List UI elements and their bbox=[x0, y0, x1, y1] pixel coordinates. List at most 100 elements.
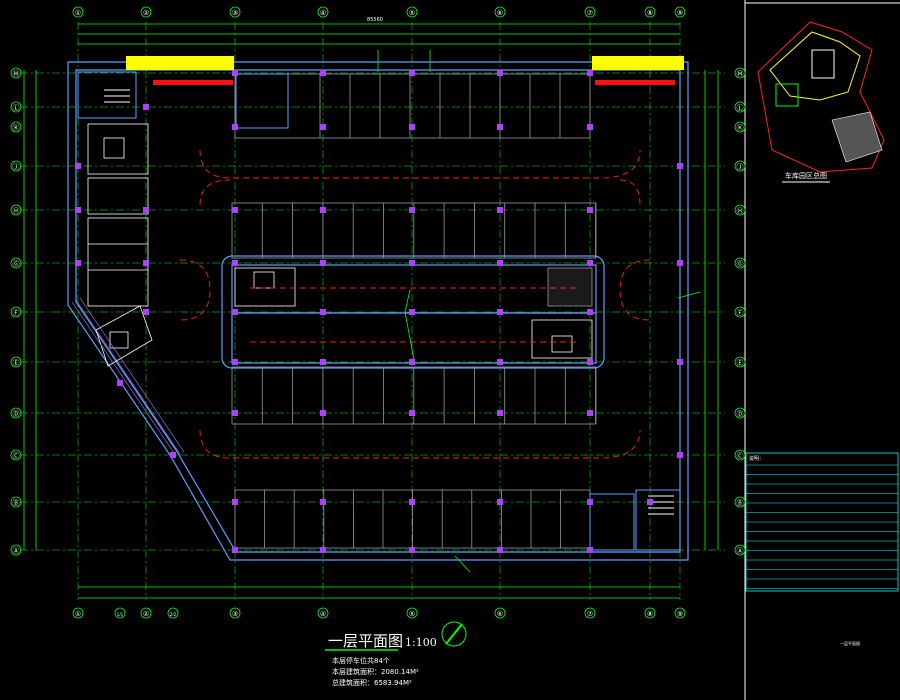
grid-label-right: Ⓓ bbox=[737, 410, 744, 418]
site-road bbox=[769, 31, 861, 101]
grid-bubble-top bbox=[584, 6, 596, 18]
grid-label-top: ③ bbox=[232, 9, 238, 17]
column bbox=[232, 359, 238, 365]
notes-title: 说明： bbox=[749, 455, 764, 462]
column bbox=[409, 70, 415, 76]
column bbox=[320, 260, 326, 266]
column bbox=[117, 380, 123, 386]
grid-label-right: Ⓗ bbox=[737, 207, 744, 215]
grid-label-top: ⑧ bbox=[647, 9, 653, 17]
stair-room-top-left bbox=[77, 71, 137, 119]
column bbox=[75, 207, 81, 213]
column bbox=[587, 410, 593, 416]
core-slab-gray bbox=[547, 267, 593, 307]
grid-bubble-bottom bbox=[494, 607, 506, 619]
grid-label-bottom: ⑦ bbox=[587, 610, 593, 618]
column bbox=[143, 260, 149, 266]
drawing-scale: 1:100 bbox=[405, 636, 437, 649]
grid-label-left: Ⓜ bbox=[13, 70, 20, 78]
grid-label-bottom: ⑤ bbox=[409, 610, 415, 618]
grid-bubble-top bbox=[674, 6, 686, 18]
column bbox=[320, 70, 326, 76]
note-line-3: 总建筑面积：6583.94M² bbox=[332, 678, 412, 687]
equipment-room-top bbox=[235, 73, 289, 129]
grid-bubble-right bbox=[734, 306, 746, 318]
left-dimensions bbox=[23, 70, 37, 550]
grid-label-right: Ⓖ bbox=[737, 260, 744, 268]
grid-label-right: Ⓕ bbox=[737, 309, 744, 317]
grid-bubble-right bbox=[734, 496, 746, 508]
column bbox=[587, 499, 593, 505]
grid-bubble-top bbox=[229, 6, 241, 18]
column bbox=[409, 499, 415, 505]
grid-label-left: Ⓛ bbox=[13, 104, 20, 112]
grid-label-left: Ⓒ bbox=[13, 452, 20, 460]
column bbox=[497, 359, 503, 365]
column bbox=[409, 359, 415, 365]
grid-label-left: Ⓚ bbox=[13, 124, 20, 132]
grid-label-top: ⑤ bbox=[409, 9, 415, 17]
column bbox=[409, 547, 415, 553]
column bbox=[143, 104, 149, 110]
column bbox=[409, 309, 415, 315]
left-stalls bbox=[87, 123, 149, 307]
column bbox=[647, 499, 653, 505]
column bbox=[232, 124, 238, 130]
grid-label-bottom: ⑥ bbox=[497, 610, 503, 618]
grid-label-top: ② bbox=[143, 9, 149, 17]
grid-bubble-top bbox=[317, 6, 329, 18]
leader-lines bbox=[377, 50, 701, 573]
grid-bubble-bottom bbox=[229, 607, 241, 619]
grid-bubble-right bbox=[734, 407, 746, 419]
red-threshold-left bbox=[153, 80, 233, 85]
grid-bubble-bottom bbox=[317, 607, 329, 619]
column bbox=[232, 499, 238, 505]
grid-bubble-bottom bbox=[644, 607, 656, 619]
column bbox=[587, 70, 593, 76]
grid-bubble-left bbox=[10, 101, 22, 113]
grid-bubble-right bbox=[734, 67, 746, 79]
note-line-1: 本层停车位共84个 bbox=[332, 656, 390, 665]
column bbox=[677, 359, 683, 365]
grid-label-left: Ⓕ bbox=[13, 309, 20, 317]
notes-table: 说明： bbox=[745, 452, 899, 592]
grid-bubble-top bbox=[644, 6, 656, 18]
column bbox=[587, 207, 593, 213]
grid-label-left: Ⓔ bbox=[13, 359, 20, 367]
column bbox=[232, 207, 238, 213]
column bbox=[409, 207, 415, 213]
grid-label-top: ⑦ bbox=[587, 9, 593, 17]
grid-label-top: ⑥ bbox=[497, 9, 503, 17]
grid-bubble-right bbox=[734, 544, 746, 556]
grid-bubble-bottom bbox=[674, 607, 686, 619]
driving-lanes bbox=[179, 149, 651, 459]
grid-label-top: ① bbox=[75, 9, 81, 17]
column bbox=[75, 163, 81, 169]
column bbox=[497, 410, 503, 416]
entrance-bar-left bbox=[126, 56, 234, 70]
top-dimensions bbox=[78, 23, 680, 45]
column bbox=[587, 260, 593, 266]
grid-label-right: Ⓜ bbox=[737, 70, 744, 78]
column bbox=[497, 207, 503, 213]
grid-label-left: Ⓑ bbox=[13, 499, 20, 507]
grid-bubble-left bbox=[10, 160, 22, 172]
column bbox=[320, 207, 326, 213]
grid-label-left: Ⓓ bbox=[13, 410, 20, 418]
total-dimension-text: 85560 bbox=[367, 17, 383, 23]
grid-bubble-top bbox=[72, 6, 84, 18]
column bbox=[320, 309, 326, 315]
column bbox=[143, 207, 149, 213]
column bbox=[170, 452, 176, 458]
grid-bubble-left bbox=[10, 67, 22, 79]
grid-label-left: Ⓙ bbox=[13, 163, 20, 171]
grid-bubble-bottom bbox=[140, 607, 152, 619]
column bbox=[232, 260, 238, 266]
grid-label-left: Ⓗ bbox=[13, 207, 20, 215]
grid-bubble-bottom bbox=[406, 607, 418, 619]
column bbox=[587, 547, 593, 553]
grid-label-right: Ⓙ bbox=[737, 163, 744, 171]
site-building-b bbox=[811, 49, 835, 79]
north-arrow-icon bbox=[441, 621, 467, 647]
